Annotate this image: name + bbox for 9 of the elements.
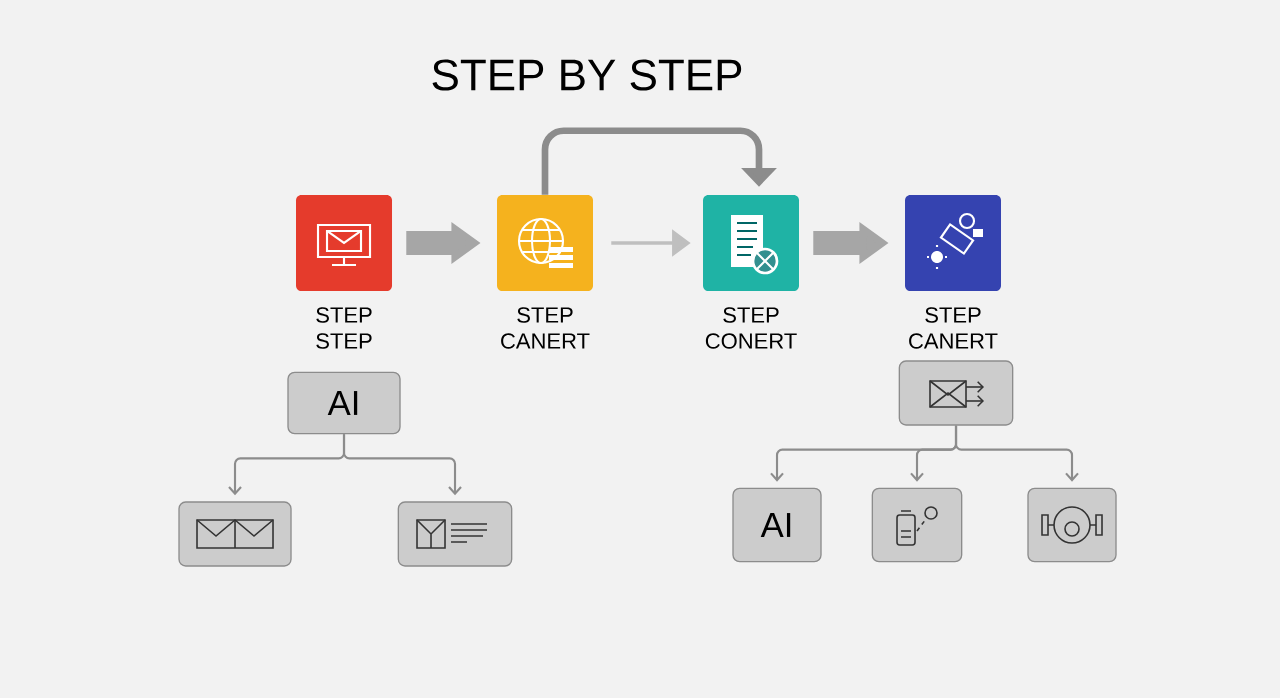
text-box: AI <box>732 487 822 563</box>
step-label: STEP CANERT <box>501 307 590 349</box>
step-label: STEP CONERT <box>705 307 797 349</box>
step-label: STEP STEP <box>316 307 372 349</box>
text-box: AI <box>287 371 401 435</box>
arrow <box>342 434 462 496</box>
step-label: STEP CANERT <box>909 307 998 349</box>
arrow <box>954 425 1079 482</box>
title: STEP BY STEP <box>432 59 742 91</box>
